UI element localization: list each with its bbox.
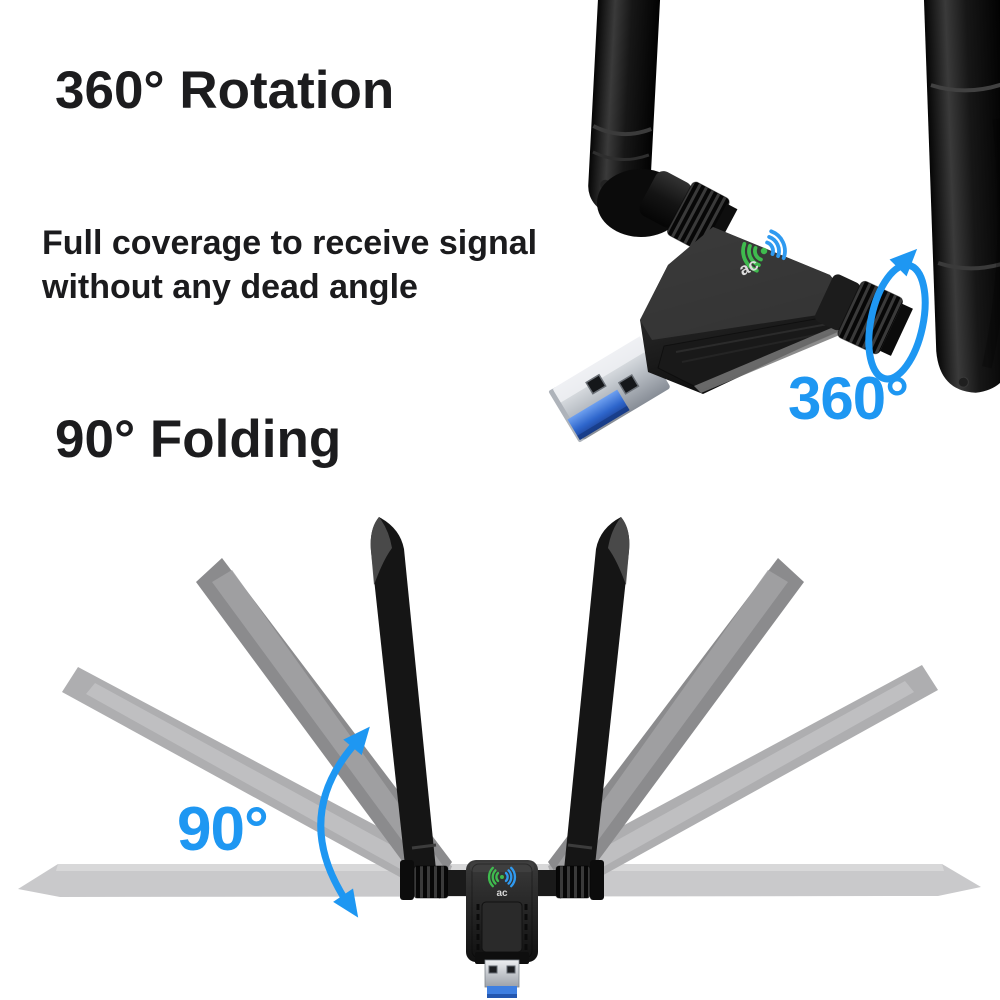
ghost-antenna-right-low xyxy=(548,665,938,899)
rotation-angle-label: 360° xyxy=(788,365,909,432)
rotation-subtitle-line1: Full coverage to receive signal xyxy=(42,224,538,262)
antenna-connector-right-bottom xyxy=(534,860,604,900)
folding-angle-label: 90° xyxy=(177,795,269,864)
usb-plug-top xyxy=(549,336,670,443)
usb-plug-bottom xyxy=(484,959,520,998)
folding-heading: 90° Folding xyxy=(55,410,342,469)
antenna-connector-left-bottom xyxy=(400,860,470,900)
ghost-antenna-left-low xyxy=(62,667,452,899)
adapter-photo-top: ac xyxy=(549,0,1000,443)
antenna-right-bottom xyxy=(563,517,630,884)
rotation-heading: 360° Rotation xyxy=(55,61,395,120)
adapter-body-bottom: ac xyxy=(466,860,538,964)
wifi-signal-icon-small: ac xyxy=(487,866,517,899)
adapter-photo-bottom: ac xyxy=(18,517,981,998)
logo-text-small: ac xyxy=(496,888,508,899)
antenna-left-bottom xyxy=(370,517,437,884)
adapter-body-top xyxy=(640,227,851,394)
antenna-right-top xyxy=(923,0,1000,393)
ghost-antenna-right-mid xyxy=(548,558,804,896)
rotation-subtitle: Full coverage to receive signal without … xyxy=(42,222,537,309)
rotation-arrowhead-icon xyxy=(889,248,918,277)
rotation-subtitle-line2: without any dead angle xyxy=(42,267,418,306)
ghost-antenna-left-mid xyxy=(196,558,452,896)
folding-arc-arrow-icon xyxy=(317,726,370,918)
